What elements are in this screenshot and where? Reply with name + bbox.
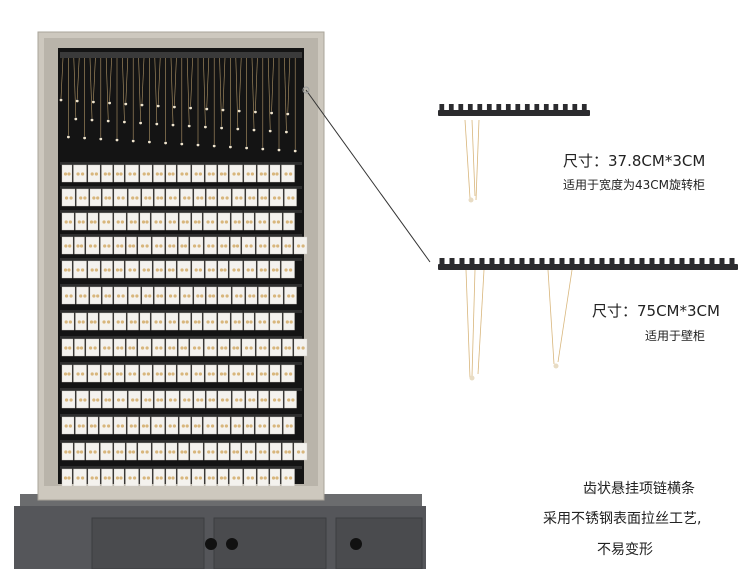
top-hook-bar bbox=[60, 52, 302, 58]
caption-line-2: 采用不锈钢表面拉丝工艺, bbox=[543, 511, 702, 527]
long-necklace-bar bbox=[438, 258, 738, 381]
cabinet-knob bbox=[350, 538, 362, 550]
cabinet bbox=[14, 494, 426, 569]
short-bar-size: 尺寸：37.8CM*3CM bbox=[563, 152, 706, 170]
short-bar-usage: 适用于宽度为43CM旋转柜 bbox=[563, 178, 706, 192]
cabinet-knob bbox=[226, 538, 238, 550]
short-necklace-bar bbox=[438, 104, 590, 203]
earring-card-rows bbox=[60, 162, 308, 487]
callout-dot bbox=[302, 86, 310, 94]
caption-line-3: 不易变形 bbox=[597, 542, 653, 558]
long-bar-size: 尺寸：75CM*3CM bbox=[592, 302, 720, 320]
necklace-rows bbox=[59, 52, 302, 153]
cabinet-knob bbox=[205, 538, 217, 550]
caption-line-1: 齿状悬挂项链横条 bbox=[583, 481, 695, 497]
long-bar-usage: 适用于壁柜 bbox=[645, 329, 706, 343]
callout-line bbox=[305, 89, 431, 263]
